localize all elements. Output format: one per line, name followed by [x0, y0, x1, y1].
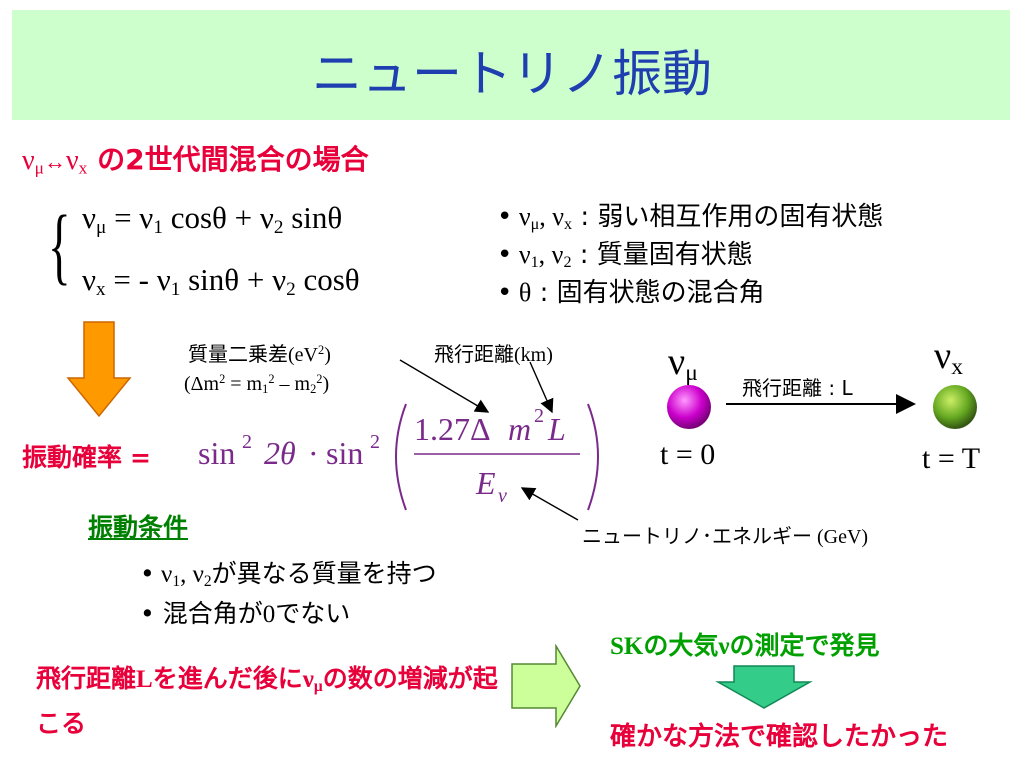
- svg-text:L: L: [547, 411, 566, 447]
- svg-text:sin: sin: [326, 435, 363, 471]
- equation-nu-mu: νμ = ν1 cosθ + ν2 sinθ: [82, 200, 343, 238]
- page-title: ニュートリノ振動: [312, 45, 712, 103]
- mass-diff-label: 質量二乗差(eV2): [188, 342, 331, 366]
- svg-text:2: 2: [242, 431, 252, 453]
- svg-text:ν: ν: [498, 485, 507, 507]
- flight-distance-label: 飛行距離 : L: [742, 376, 853, 400]
- svg-text:2: 2: [534, 405, 544, 427]
- bottom-statement: 飛行距離Lを進んだ後にνμの数の増減が起こる: [36, 664, 498, 738]
- svg-text:sin: sin: [198, 435, 235, 471]
- nu-mu-label: νμ: [668, 341, 698, 386]
- oscillation-conditions-heading: 振動条件: [88, 513, 189, 542]
- green-down-arrow-icon: [715, 665, 813, 709]
- down-arrow-icon: [66, 321, 132, 418]
- conclusion-text: 確かな方法で確認したかった: [610, 722, 949, 752]
- bullet-weak-eigenstate: • νμ, νx : 弱い相互作用の固有状態: [497, 202, 884, 234]
- right-arrow-icon: [511, 644, 581, 728]
- oscillation-probability-label: 振動確率 =: [22, 443, 151, 472]
- bullet-mass-eigenstate: • ν1, ν2 : 質量固有状態: [497, 240, 753, 272]
- double-arrow-icon: ↔: [43, 149, 66, 174]
- section-subtitle: νμ↔νx の2世代間混合の場合: [22, 143, 369, 178]
- svg-text:2: 2: [370, 431, 380, 453]
- svg-text:1.27Δ: 1.27Δ: [414, 411, 491, 447]
- svg-text:·: ·: [308, 435, 319, 471]
- condition-angle: • 混合角が0でない: [140, 599, 351, 628]
- svg-text:m: m: [508, 411, 531, 447]
- equation-nu-x: νx = - ν1 sinθ + ν2 cosθ: [82, 262, 360, 300]
- subtitle-text: の2世代間混合の場合: [97, 143, 369, 176]
- svg-text:2θ: 2θ: [264, 435, 296, 471]
- title-bar: [12, 10, 1010, 120]
- mass-diff-definition: (Δm2 = m12 – m22): [184, 372, 330, 396]
- nu-symbol: ν: [22, 145, 35, 176]
- energy-label: ニュートリノ･エネルギー (GeV): [582, 524, 869, 548]
- nu-x-label: νx: [934, 335, 963, 380]
- time-end-label: t = T: [922, 442, 981, 475]
- oscillation-formula: sin 2 2θ · sin 2 1.27Δ m 2 L E ν: [198, 403, 599, 511]
- svg-text:E: E: [475, 465, 496, 501]
- nu-mu-particle-icon: [667, 385, 711, 429]
- distance-label: 飛行距離(km): [434, 342, 553, 366]
- brace-icon: {: [48, 197, 71, 293]
- time-start-label: t = 0: [660, 438, 716, 471]
- nu-x-particle-icon: [933, 385, 977, 429]
- condition-mass: • ν1, ν2が異なる質量を持つ: [140, 559, 437, 590]
- bullet-mixing-angle: • θ : 固有状態の混合角: [497, 278, 765, 308]
- sk-discovery-text: SKの大気νの測定で発見: [610, 631, 880, 660]
